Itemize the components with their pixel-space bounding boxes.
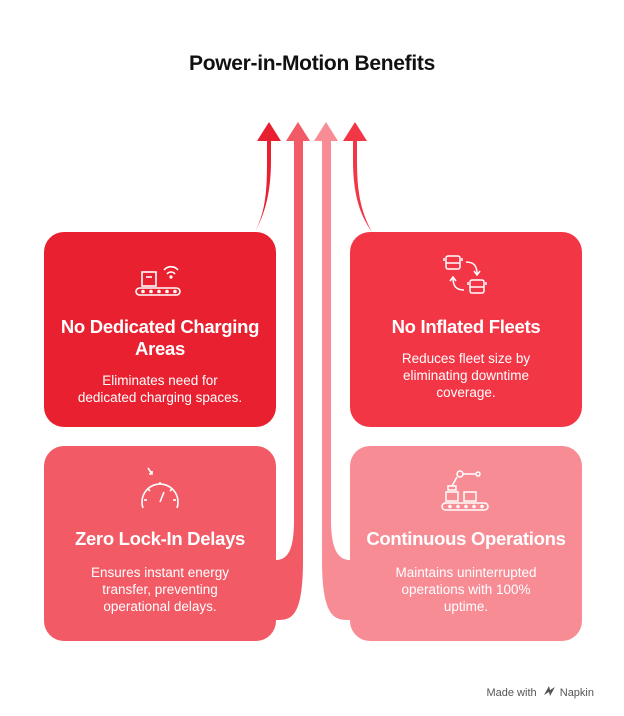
arrow-head-2 — [286, 122, 310, 141]
arrow-join-2 — [276, 520, 303, 620]
conveyor-package-wifi-icon — [135, 265, 181, 296]
robot-arm-conveyor-icon — [441, 470, 489, 511]
arrow-stem-2 — [294, 138, 303, 558]
gauge-icon — [141, 467, 179, 509]
card-no-inflated-fleets: No Inflated Fleets Reduces fleet size by… — [350, 232, 582, 427]
card-description-no-inflated: Reduces fleet size by eliminating downti… — [401, 351, 531, 400]
card-bg-zero-lockin — [44, 446, 276, 641]
card-continuous-operations: Continuous Operations Maintains uninterr… — [350, 446, 582, 641]
arrow-stem-4 — [353, 138, 372, 232]
arrow-join-3 — [322, 520, 350, 620]
page-title: Power-in-Motion Benefits — [189, 52, 435, 75]
card-heading-continuous: Continuous Operations — [366, 528, 566, 549]
arrow-stem-1 — [255, 138, 271, 232]
napkin-logo-icon — [543, 686, 555, 699]
card-bg-continuous — [350, 446, 582, 641]
card-bg-no-dedicated — [44, 232, 276, 427]
card-description-continuous: Maintains uninterrupted operations with … — [395, 565, 537, 614]
card-description-zero-lockin: Ensures instant energy transfer, prevent… — [90, 565, 230, 614]
card-description-no-dedicated: Eliminates need for dedicated charging s… — [77, 373, 243, 405]
made-with-label: Made with — [486, 687, 537, 699]
arrow-stem-3 — [322, 138, 331, 558]
card-no-dedicated-charging-areas: No Dedicated Charging Areas Eliminates n… — [44, 232, 276, 427]
made-with-footer[interactable]: Made with Napkin — [486, 686, 594, 699]
arrow-head-1 — [257, 122, 281, 141]
card-heading-no-inflated: No Inflated Fleets — [391, 316, 541, 337]
napkin-brand-label: Napkin — [559, 687, 594, 699]
fleet-vehicles-swap-icon — [443, 255, 487, 294]
card-heading-zero-lockin: Zero Lock-In Delays — [74, 528, 246, 549]
arrow-head-4 — [343, 122, 367, 141]
arrow-head-3 — [314, 122, 338, 141]
card-bg-no-inflated — [350, 232, 582, 427]
card-heading-no-dedicated: No Dedicated Charging Areas — [60, 316, 260, 359]
card-zero-lock-in-delays: Zero Lock-In Delays Ensures instant ener… — [44, 446, 276, 641]
